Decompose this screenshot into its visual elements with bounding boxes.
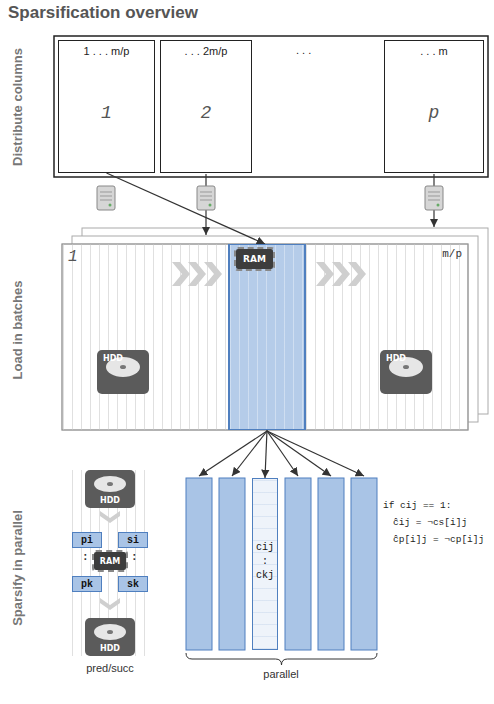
- node-text: . . . m: [420, 45, 448, 57]
- node-text: sk: [127, 579, 139, 590]
- hdd-icon: HDD: [85, 618, 135, 656]
- node-text: ckj: [256, 569, 274, 583]
- node-text: si: [127, 535, 139, 546]
- ram-batch: RAM: [228, 244, 306, 430]
- column-partition: 1 . . . m/p 1: [58, 40, 155, 173]
- node-text: 1: [68, 248, 78, 266]
- pred-cell: pi: [72, 532, 102, 548]
- node-text: RAM: [100, 557, 120, 566]
- column-partition: . . . m p: [384, 40, 484, 173]
- column-partition: . . . 2m/p 2: [160, 40, 252, 173]
- pseudo-code: ĉij = ¬cs[i]j: [393, 517, 467, 528]
- stage-label: Sparsify in parallel: [10, 510, 25, 626]
- caption-label: parallel: [263, 668, 298, 680]
- node-text: 1 . . . m/p: [84, 45, 130, 57]
- node-text: HDD: [100, 644, 120, 653]
- ellipsis: :: [82, 551, 89, 563]
- node-text: m/p: [442, 248, 462, 260]
- flow-arrow: [107, 173, 266, 244]
- ram-chip: RAM: [94, 552, 126, 570]
- node-text: :: [262, 555, 268, 569]
- succ-cell: si: [118, 532, 148, 548]
- hdd-icon: HDD: [97, 350, 149, 394]
- batch-panel: 1 m/pHDD RAM HDD: [62, 244, 468, 430]
- distribution-arrows: [206, 174, 434, 235]
- parallel-brace: [186, 653, 377, 665]
- parallel-columns: [186, 478, 377, 650]
- diagram-title: Sparsification overview: [8, 3, 198, 23]
- node-text: RAM: [236, 249, 273, 269]
- ellipsis: :: [131, 551, 138, 563]
- stage-label: Distribute columns: [10, 48, 25, 166]
- node-text: cij: [256, 541, 274, 555]
- node-text: 2: [201, 103, 212, 123]
- down-chevrons: [100, 511, 120, 610]
- node-text: pk: [81, 579, 93, 590]
- node-text: . . . 2m/p: [185, 45, 228, 57]
- node-text: HDD: [386, 354, 406, 363]
- node-text: p: [429, 103, 440, 123]
- fan-arrows: [199, 431, 364, 476]
- node-text: 1: [101, 103, 112, 123]
- batch-panels: [62, 228, 488, 430]
- hdd-icon: HDD: [85, 470, 135, 508]
- flow-arrow: [265, 430, 267, 478]
- hdd-icon: HDD: [380, 350, 432, 394]
- distribution-frame: [54, 36, 488, 177]
- ellipsis: . . .: [296, 44, 311, 56]
- stage-label: Load in batches: [10, 281, 25, 380]
- caption-label: pred/succ: [86, 662, 134, 674]
- succ-cell: sk: [118, 576, 148, 592]
- node-text: HDD: [103, 354, 123, 363]
- pseudo-code: ĉp[i]j = ¬cp[i]j: [393, 534, 484, 545]
- server-icons: [97, 186, 443, 210]
- pseudo-code: if cij == 1:: [383, 500, 451, 511]
- matrix-column: cij:ckj: [252, 478, 278, 650]
- node-text: HDD: [100, 496, 120, 505]
- node-text: pi: [81, 535, 93, 546]
- hdd-icons-small: [85, 470, 135, 656]
- pred-cell: pk: [72, 576, 102, 592]
- pred-succ-band: [70, 470, 150, 656]
